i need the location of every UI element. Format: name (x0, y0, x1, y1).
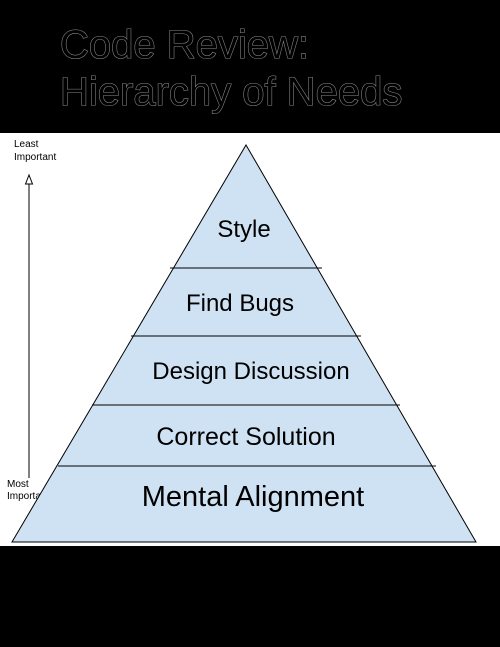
axis-label-most-line-2: Important (7, 491, 49, 502)
axis-label-least-line-2: Important (14, 152, 56, 163)
pyramid-body (11, 144, 477, 543)
importance-axis: Least Important Most Important (7, 139, 56, 502)
title-line-2: Hierarchy of Needs (60, 70, 402, 114)
importance-axis-arrowhead (24, 173, 34, 185)
axis-label-most-line-1: Most (7, 479, 29, 490)
axis-label-least-line-1: Least (14, 139, 39, 150)
level-label-design-discussion: Design Discussion (152, 358, 349, 385)
level-label-style: Style (217, 216, 270, 243)
level-label-mental-alignment: Mental Alignment (142, 481, 364, 513)
title-line-1: Code Review: (60, 23, 309, 67)
level-label-find-bugs: Find Bugs (186, 290, 294, 317)
title: Code Review: Hierarchy of Needs (59, 22, 402, 114)
level-label-correct-solution: Correct Solution (156, 423, 335, 451)
pyramid: Style Find Bugs Design Discussion Correc… (11, 144, 477, 543)
